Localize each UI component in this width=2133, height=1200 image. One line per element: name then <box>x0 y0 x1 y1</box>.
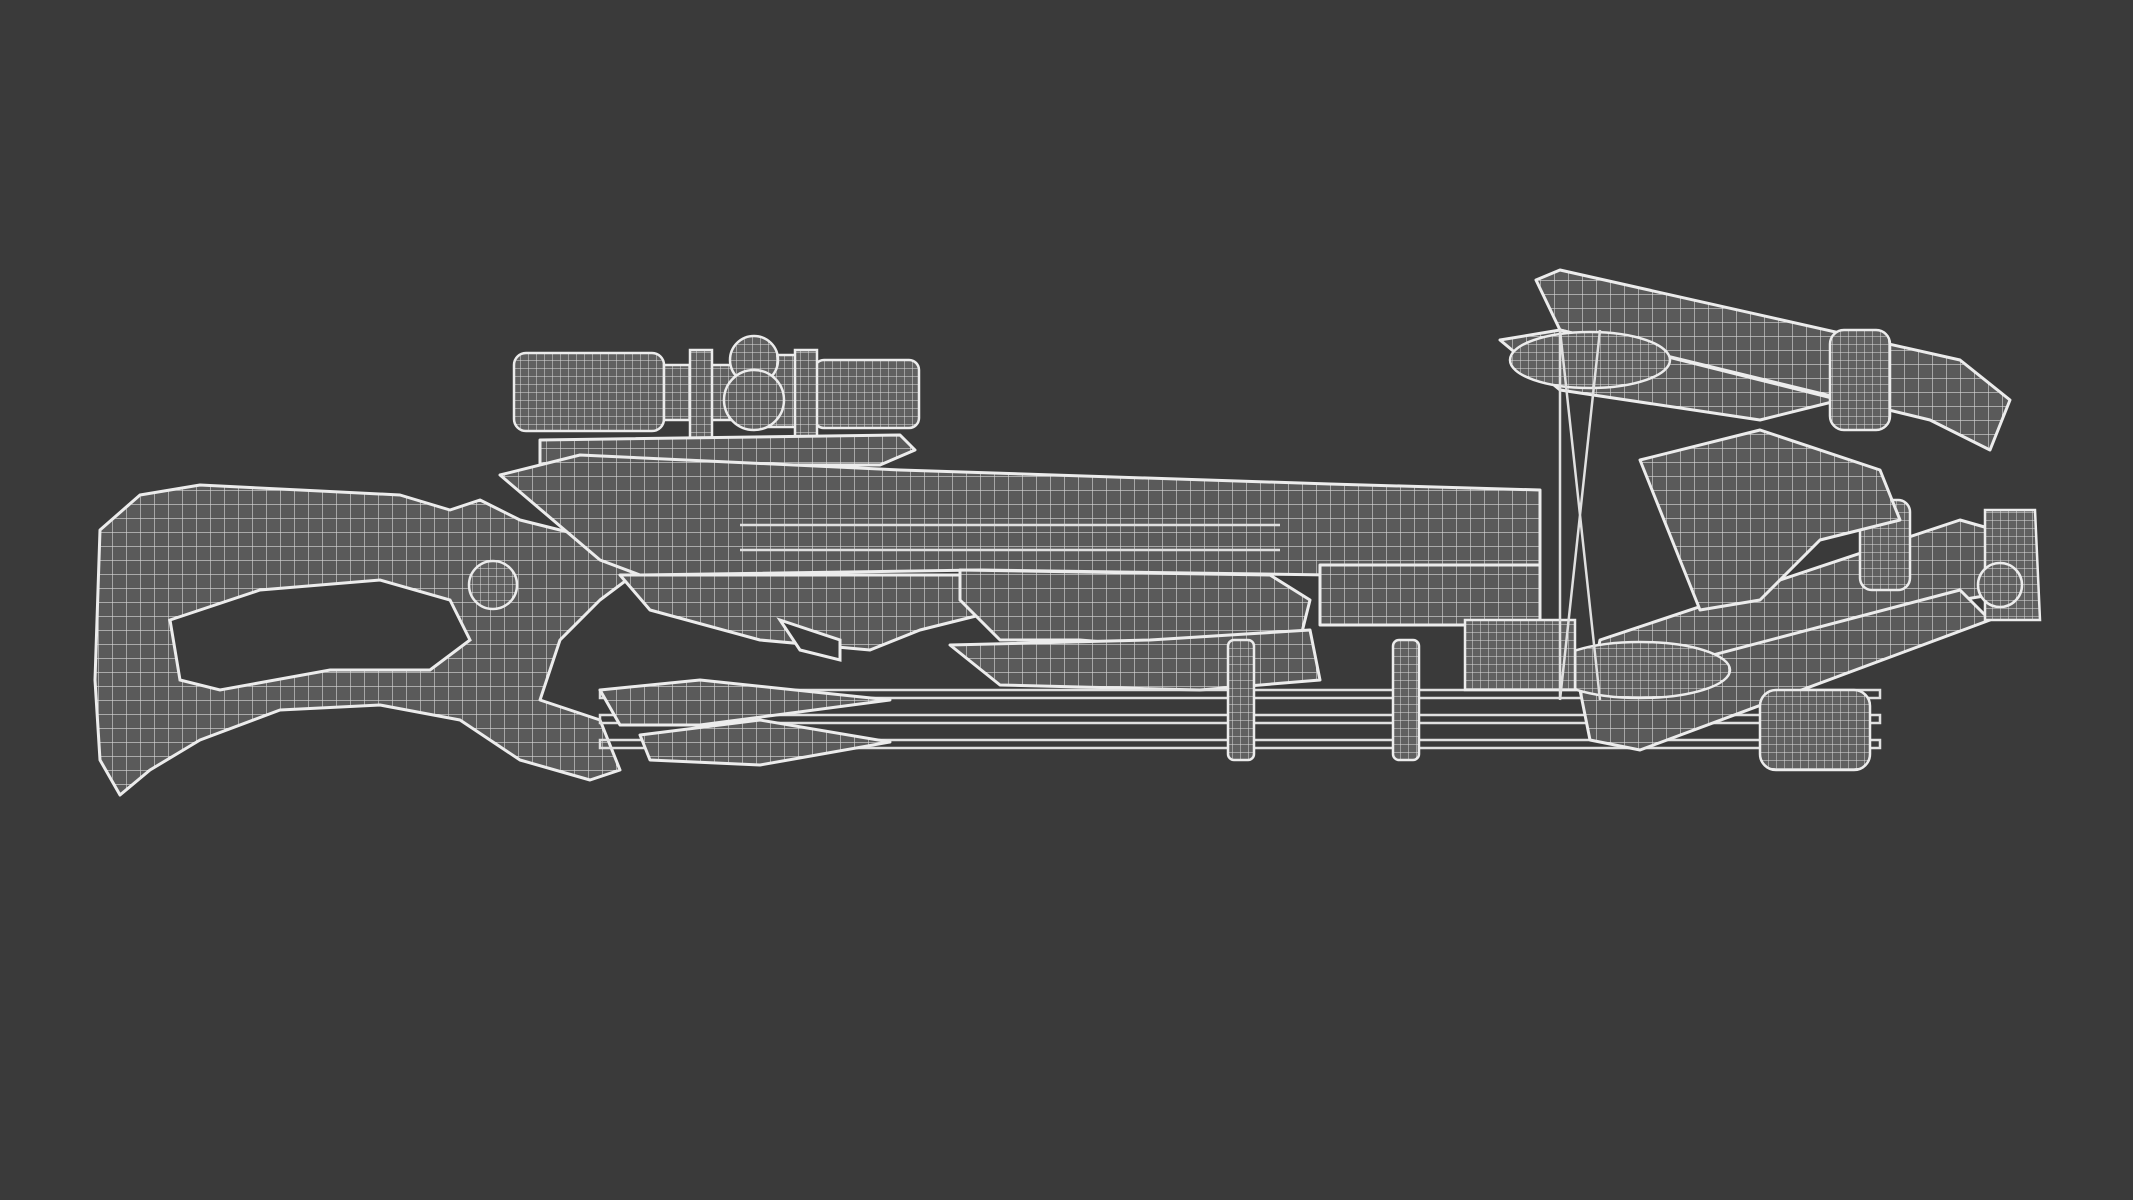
foot-stirrup <box>1758 688 1872 772</box>
stock-hinge-icon <box>467 559 519 611</box>
limbs <box>1463 268 2042 772</box>
arrows <box>598 638 1882 767</box>
stock <box>93 483 642 797</box>
lower-cam <box>1548 640 1732 700</box>
string-stop <box>1463 618 1577 692</box>
quiver-clip <box>1391 638 1421 762</box>
quiver-clip <box>1226 638 1256 762</box>
upper-cam <box>1508 330 1672 390</box>
